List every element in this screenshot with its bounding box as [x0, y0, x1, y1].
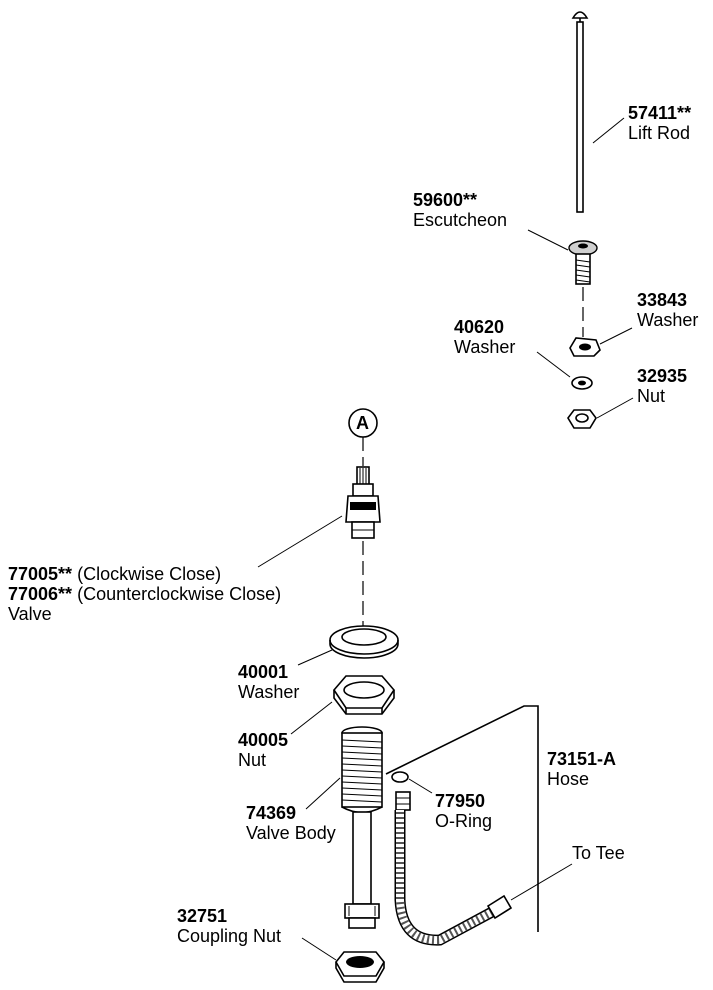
- part-name: Washer: [238, 682, 300, 702]
- part-name: Washer: [454, 337, 516, 357]
- hose-part: [394, 791, 513, 946]
- callout-nut-32935: 32935 Nut: [637, 366, 687, 406]
- part-number: 77006**: [8, 584, 73, 604]
- part-name: Nut: [238, 750, 267, 770]
- part-name: Nut: [637, 386, 666, 406]
- part-name: Washer: [637, 310, 699, 330]
- part-number: 74369: [246, 803, 297, 823]
- part-name: Coupling Nut: [177, 926, 282, 946]
- part-number: 32935: [637, 366, 688, 386]
- valve-body-part: [341, 726, 383, 929]
- valve-leader: [257, 515, 343, 568]
- washer-40001-leader: [297, 649, 333, 666]
- washer-33843-leader: [599, 327, 633, 345]
- washer-40620-leader: [536, 351, 571, 378]
- callout-hose: 73151-A Hose: [547, 749, 616, 789]
- valve-cartridge-part: [345, 466, 381, 539]
- escutcheon-part: [568, 240, 598, 285]
- callout-to-tee: To Tee: [572, 843, 625, 863]
- washer-40620-part: [571, 376, 593, 390]
- part-number: 59600**: [413, 190, 478, 210]
- part-name: Hose: [547, 769, 590, 789]
- part-number: 32751: [177, 906, 228, 926]
- nut-32935-leader: [596, 397, 634, 419]
- part-description: (Counterclockwise Close): [77, 584, 282, 604]
- part-name: Valve Body: [246, 823, 336, 843]
- callout-escutcheon: 59600** Escutcheon: [413, 190, 507, 230]
- part-number: 57411**: [628, 103, 692, 123]
- callout-valve-body: 74369 Valve Body: [246, 803, 336, 843]
- part-name: Lift Rod: [628, 123, 691, 143]
- o-ring-part: [391, 771, 409, 783]
- nut-40005-part: [332, 675, 396, 715]
- callout-washer-40620: 40620 Washer: [454, 317, 515, 357]
- lift-rod-leader: [592, 117, 625, 144]
- part-name: Valve: [8, 604, 52, 624]
- valve-body-leader: [305, 777, 341, 810]
- washer-33843-part: [569, 337, 601, 357]
- callout-washer-40001: 40001 Washer: [238, 662, 299, 702]
- part-number: 40005: [238, 730, 289, 750]
- part-number: 40001: [238, 662, 289, 682]
- escutcheon-leader: [527, 229, 569, 251]
- hose-bracket-line: [385, 705, 539, 932]
- part-number: 33843: [637, 290, 688, 310]
- part-name: Escutcheon: [413, 210, 508, 230]
- part-name: O-Ring: [435, 811, 493, 831]
- callout-washer-33843: 33843 Washer: [637, 290, 698, 330]
- part-number: 77950: [435, 791, 486, 811]
- to-tee-leader: [510, 863, 573, 901]
- callout-nut-40005: 40005 Nut: [238, 730, 288, 770]
- callout-valve: 77005** (Clockwise Close) 77006** (Count…: [8, 564, 281, 624]
- nut-40005-leader: [290, 701, 333, 735]
- callout-o-ring: 77950 O-Ring: [435, 791, 492, 831]
- nut-32935-part: [567, 409, 597, 429]
- callout-coupling-nut: 32751 Coupling Nut: [177, 906, 281, 946]
- reference-marker-letter: A: [356, 413, 369, 433]
- coupling-nut-leader: [301, 937, 337, 961]
- part-number: 40620: [454, 317, 505, 337]
- part-number: 77005**: [8, 564, 73, 584]
- callout-lift-rod: 57411** Lift Rod: [628, 103, 691, 143]
- part-description: (Clockwise Close): [77, 564, 222, 584]
- lift-rod-part: [571, 11, 589, 213]
- washer-40001-part: [329, 625, 399, 659]
- part-number: 73151-A: [547, 749, 617, 769]
- o-ring-leader: [408, 778, 433, 794]
- coupling-nut-part: [335, 951, 385, 983]
- part-name: To Tee: [572, 843, 625, 863]
